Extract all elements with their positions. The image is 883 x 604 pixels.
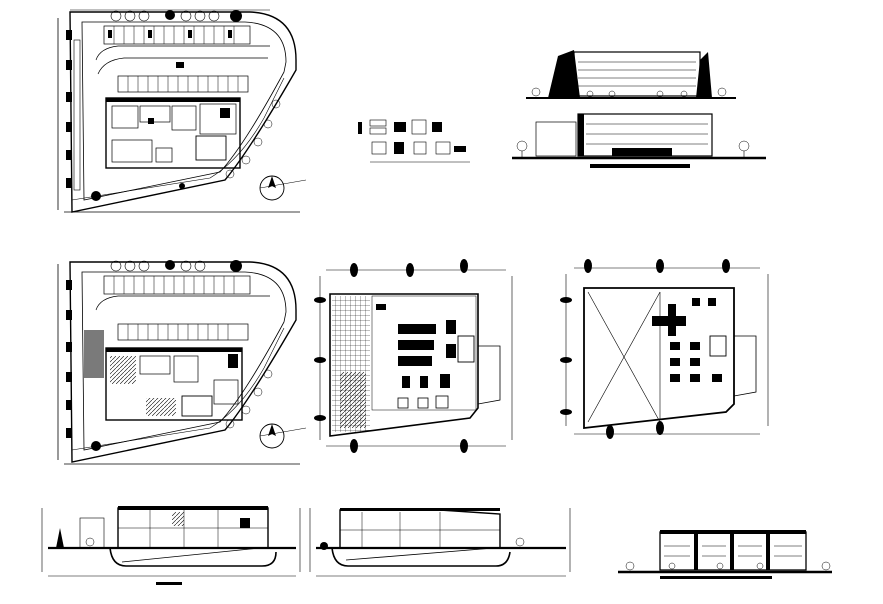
section-a — [41, 506, 301, 585]
building-footprint-upper — [105, 97, 241, 169]
site-plan-upper — [57, 9, 307, 213]
tree-row-top-lower — [110, 260, 242, 272]
north-arrow-upper — [259, 175, 307, 201]
elevation-rear — [618, 530, 832, 579]
elevation-front — [526, 50, 736, 99]
tree-row-top — [110, 10, 242, 22]
trees-side — [516, 140, 750, 158]
shrubs-rear — [625, 561, 831, 571]
section-b — [309, 508, 571, 577]
ground-floor-plan — [314, 259, 513, 453]
legend-block — [358, 119, 470, 163]
grid-bubbles-gf — [314, 259, 468, 453]
site-plan-lower — [57, 260, 307, 465]
parking-row-upper — [103, 25, 251, 45]
parking-row-middle — [117, 62, 249, 93]
grid-bubbles-ff — [560, 259, 730, 439]
north-arrow-lower — [259, 423, 307, 449]
shrubs-front — [531, 87, 727, 98]
first-floor-plan — [560, 259, 769, 439]
grey-area-block — [84, 330, 104, 378]
column-grid-left-upper — [66, 30, 81, 191]
elevation-side — [512, 113, 766, 168]
